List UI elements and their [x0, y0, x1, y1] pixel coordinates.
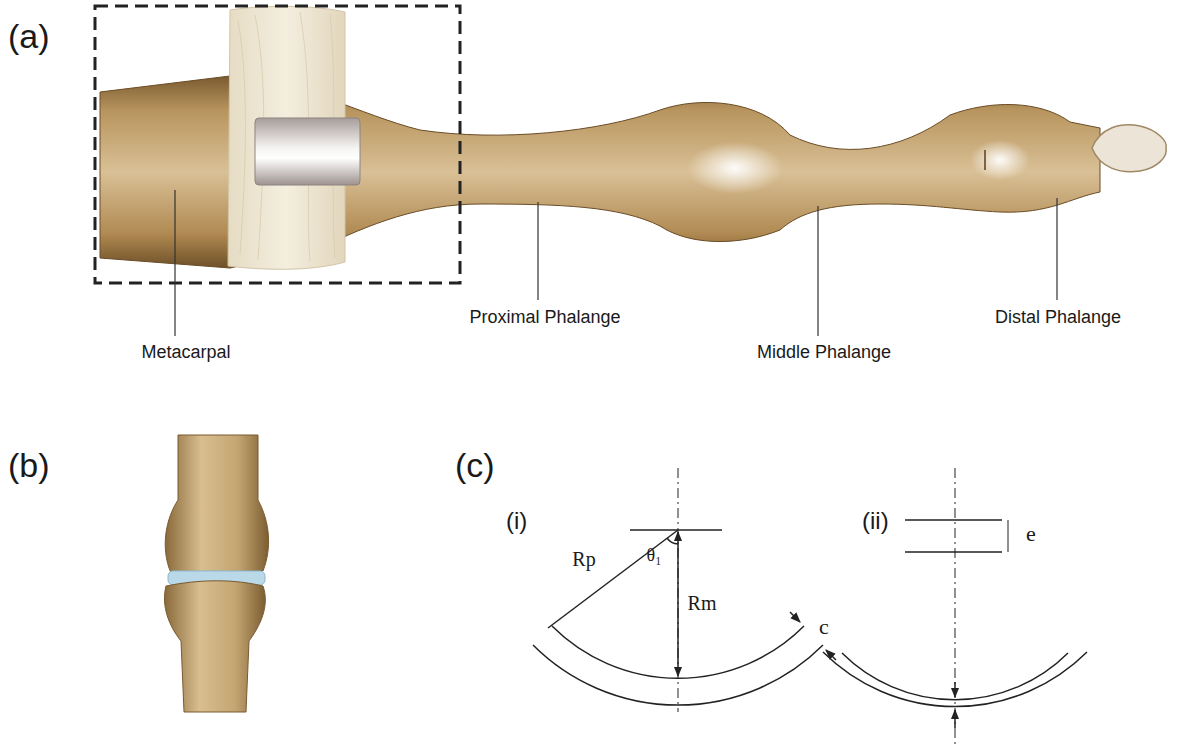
subpanel-label: (i): [506, 508, 527, 534]
radius-label: Rp: [572, 548, 595, 570]
panel-letter: (b): [8, 447, 50, 484]
lower-bone: [164, 581, 265, 712]
eccentricity-label: e: [1026, 522, 1036, 546]
bone-label: Proximal Phalange: [469, 308, 620, 328]
joint-geometry-ii: [823, 468, 1087, 748]
implant-plate: [255, 118, 360, 185]
leader-lines: [175, 190, 1057, 336]
subpanel-label: (ii): [862, 508, 889, 534]
upper-bone: [165, 435, 268, 573]
radius-label: Rm: [688, 592, 717, 614]
clearance-label: c: [819, 615, 829, 639]
bone-label: Distal Phalange: [995, 308, 1121, 328]
angle-label: θ₁: [647, 546, 662, 566]
dashed-frame: [95, 6, 460, 283]
bone-label: Middle Phalange: [757, 343, 891, 363]
joint-highlight: [970, 140, 1030, 180]
joint-highlight: [687, 142, 783, 194]
joint-geometry-i: [533, 468, 836, 712]
joint-line: [984, 150, 986, 170]
panel-letter: (c): [455, 447, 495, 484]
panel-letter: (a): [8, 18, 50, 55]
bone-label: Metacarpal: [141, 343, 230, 363]
fingertip: [1092, 125, 1166, 172]
